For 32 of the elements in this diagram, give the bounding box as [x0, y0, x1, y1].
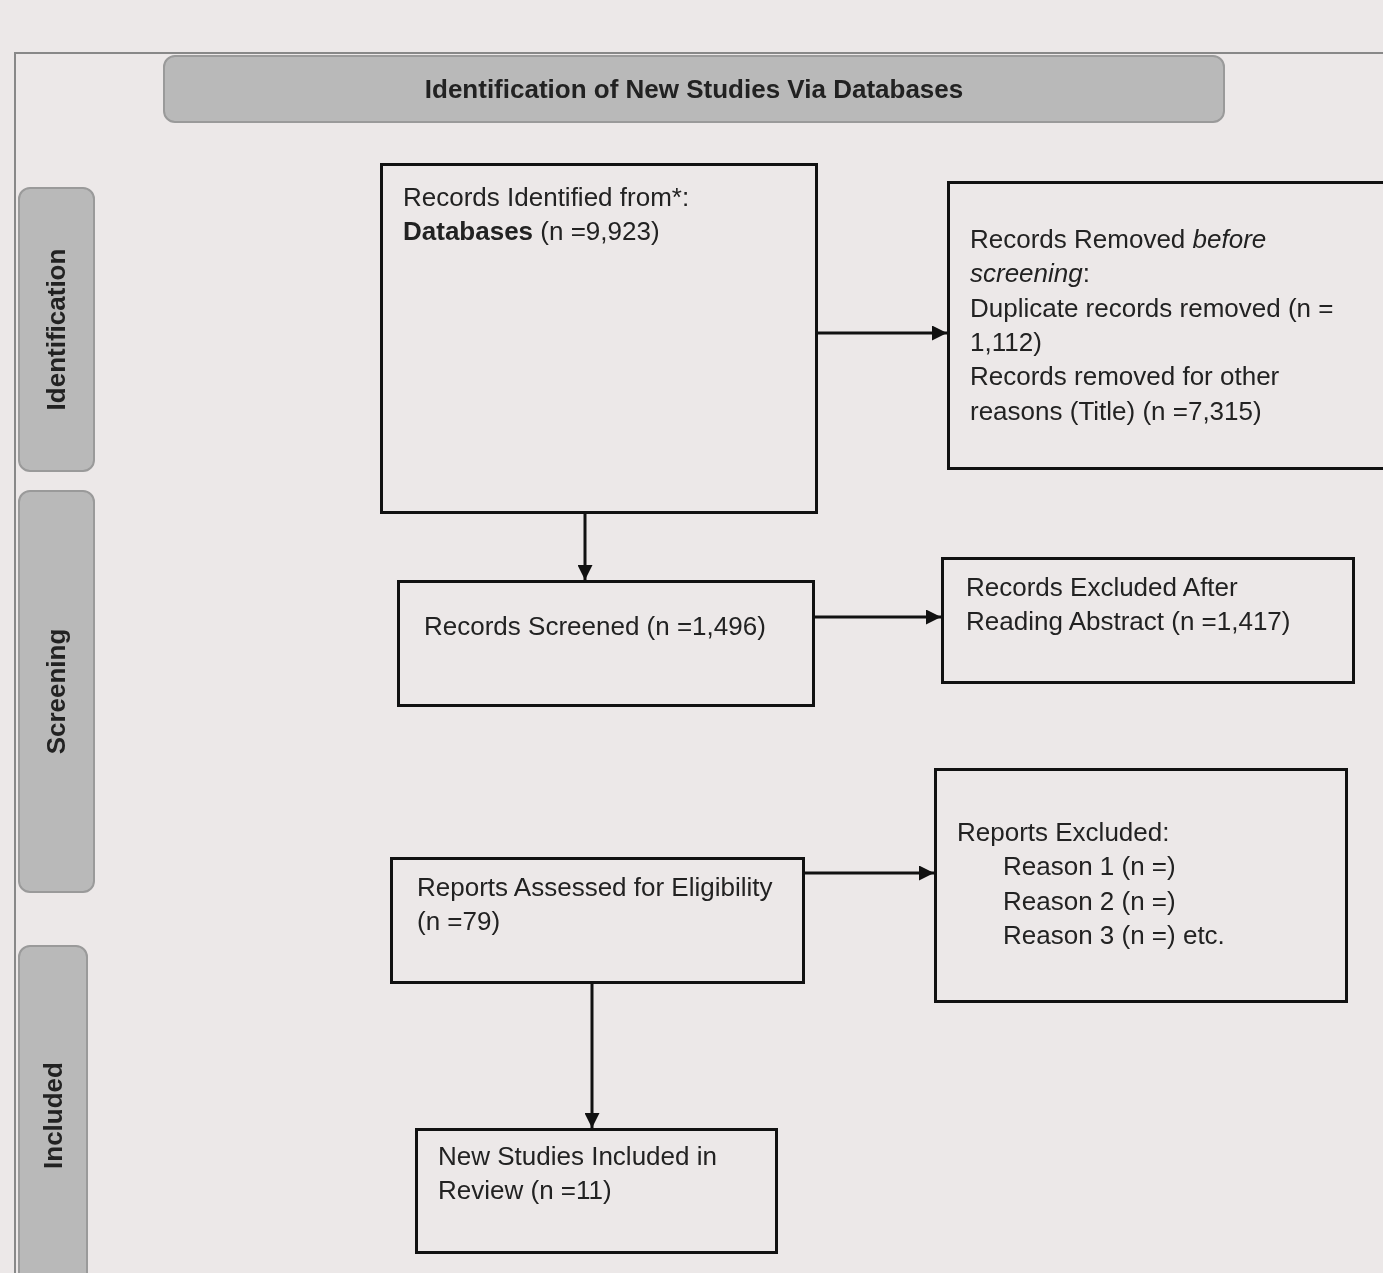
box-text: Reason 3 (n =) etc. — [1003, 918, 1226, 952]
process-box — [947, 181, 1383, 470]
phase-title: Included — [37, 1061, 69, 1169]
box-text: Records Removed before screening: — [970, 223, 1268, 291]
phase-label — [18, 945, 88, 1273]
box-text: Records removed for other reasons (Title) (n =7,315) — [970, 360, 1281, 428]
phase-title: Identification — [41, 248, 72, 411]
box-text: Duplicate records removed (n = 1,112) — [970, 291, 1335, 359]
box-text: Reports Assessed for Eligibility (n =79) — [417, 871, 774, 939]
arrow — [805, 865, 934, 881]
box-text: Reports Excluded: — [957, 816, 1171, 849]
box-text: Records Screened (n =1,496) — [424, 610, 767, 643]
arrow — [818, 325, 947, 341]
process-box — [397, 580, 815, 707]
box-text: Records Excluded After Reading Abstract (n =1,417) — [966, 571, 1292, 639]
phase-label — [18, 490, 95, 893]
phase-label — [18, 187, 95, 472]
box-text: Reason 2 (n =) — [1003, 884, 1177, 918]
arrow — [577, 514, 593, 580]
arrow — [584, 984, 600, 1128]
process-box — [390, 857, 805, 984]
process-box — [934, 768, 1348, 1003]
process-box — [380, 163, 818, 514]
box-text: Records Identified from*: Databases (n =9,923) — [403, 181, 691, 249]
arrow — [815, 609, 941, 625]
box-text: Reason 1 (n =) — [1003, 850, 1177, 884]
box-text: New Studies Included in Review (n =11) — [438, 1140, 718, 1208]
process-box — [415, 1128, 778, 1254]
phase-title: Identification of New Studies Via Databases — [424, 73, 964, 105]
phase-title: Screening — [41, 628, 72, 755]
process-box — [941, 557, 1355, 684]
phase-header — [163, 55, 1225, 123]
